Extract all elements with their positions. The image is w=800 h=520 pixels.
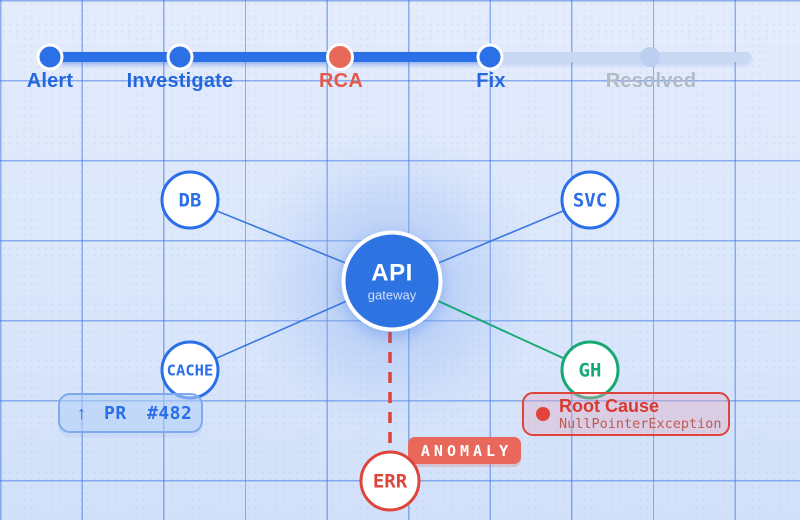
root-cause-subtitle: NullPointerException [559,415,722,432]
node-gh[interactable]: GH [560,340,620,400]
stage-label-rca: RCA [319,70,363,92]
root-cause-text: Root Cause NullPointerException [559,397,722,432]
edge-svc-api [435,210,564,265]
api-node-title: API [371,259,413,286]
api-node-subtitle: gateway [367,287,417,302]
pr-badge-label: PR #482 [104,402,193,424]
root-cause-title: Root Cause [559,395,660,416]
node-cache[interactable]: CACHE [160,340,220,400]
node-api-gateway[interactable]: API gateway [341,230,443,332]
timeline-dot-alert[interactable] [36,43,64,71]
edge-db-api [216,210,349,265]
root-cause-dot-icon [536,407,550,421]
node-err[interactable]: ERR [359,450,421,512]
root-cause-badge[interactable]: Root Cause NullPointerException [522,392,730,436]
node-db[interactable]: DB [160,170,220,230]
timeline-dot-rca[interactable] [326,43,354,71]
up-arrow-icon: ↑ [77,403,86,423]
timeline-dot-investigate[interactable] [166,43,194,71]
node-db-label: DB [178,189,202,211]
timeline-dot-resolved[interactable] [640,47,660,67]
stage-label-resolved: Resolved [605,70,697,92]
node-svc-label: SVC [572,189,608,211]
stage-label-investigate: Investigate [126,70,234,92]
anomaly-badge[interactable]: ANOMALY [408,437,521,464]
timeline-progress-bar [50,52,491,62]
stage-label-alert: Alert [26,70,74,92]
node-err-label: ERR [372,470,408,492]
pr-badge[interactable]: ↑ PR #482 [58,393,203,433]
edge-gh-api [435,299,564,359]
edge-cache-api [216,299,350,359]
node-cache-label: CACHE [166,361,214,379]
node-svc[interactable]: SVC [560,170,620,230]
stage-label-fix: Fix [476,70,506,92]
node-gh-label: GH [578,359,602,381]
timeline-dot-fix[interactable] [476,43,504,71]
anomaly-badge-label: ANOMALY [420,441,513,460]
